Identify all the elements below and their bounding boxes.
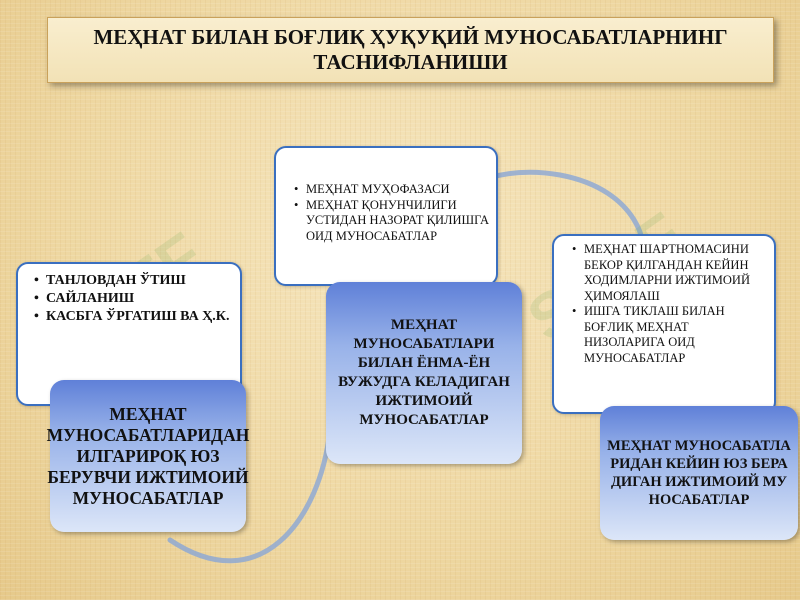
center-category-text: МЕҲНАТ МУНОСАБАТЛАРИ БИЛАН ЁНМА-ЁН ВУЖУД… bbox=[338, 317, 510, 428]
center-list-item: МЕҲНАТ МУҲОФАЗАСИ bbox=[294, 182, 490, 198]
slide-title-box: МЕҲНАТ БИЛАН БОҒЛИҚ ҲУҚУҚИЙ МУНОСАБАТЛАР… bbox=[47, 17, 774, 83]
right-list: МЕҲНАТ ШАРТНОМАСИНИ БЕКОР ҚИЛГАНДАН КЕЙИ… bbox=[568, 242, 768, 366]
right-list-item: МЕҲНАТ ШАРТНОМАСИНИ БЕКОР ҚИЛГАНДАН КЕЙИ… bbox=[572, 242, 768, 304]
slide-title: МЕҲНАТ БИЛАН БОҒЛИҚ ҲУҚУҚИЙ МУНОСАБАТЛАР… bbox=[93, 25, 728, 74]
center-category-heading: МЕҲНАТ МУНОСАБАТЛАРИ БИЛАН ЁНМА-ЁН ВУЖУД… bbox=[326, 282, 522, 464]
left-category-heading: МЕҲНАТ МУНОСАБАТЛАРИДАН ИЛГАРИРОҚ ЮЗ БЕР… bbox=[47, 380, 249, 532]
left-category-text: МЕҲНАТ МУНОСАБАТЛАРИДАН ИЛГАРИРОҚ ЮЗ БЕР… bbox=[46, 403, 250, 508]
right-category-text: МЕҲНАТ МУНОСАБАТЛАРИДАН КЕЙИН ЮЗ БЕРАДИГ… bbox=[607, 438, 791, 508]
right-list-item: ИШГА ТИКЛАШ БИЛАН БОҒЛИҚ МЕҲНАТ НИЗОЛАРИ… bbox=[572, 304, 768, 366]
left-list-item: ТАНЛОВДАН ЎТИШ bbox=[34, 272, 234, 290]
center-list-item: МЕҲНАТ ҚОНУНЧИЛИГИ УСТИДАН НАЗОРАТ ҚИЛИШ… bbox=[294, 198, 490, 245]
center-list: МЕҲНАТ МУҲОФАЗАСИ МЕҲНАТ ҚОНУНЧИЛИГИ УСТ… bbox=[290, 182, 490, 244]
left-list: ТАНЛОВДАН ЎТИШ САЙЛАНИШ КАСБГА ЎРГАТИШ В… bbox=[30, 272, 234, 326]
right-list-box: МЕҲНАТ ШАРТНОМАСИНИ БЕКОР ҚИЛГАНДАН КЕЙИ… bbox=[552, 234, 776, 414]
right-category-heading: МЕҲНАТ МУНОСАБАТЛАРИДАН КЕЙИН ЮЗ БЕРАДИГ… bbox=[600, 406, 798, 540]
left-list-item: САЙЛАНИШ bbox=[34, 290, 234, 308]
left-list-item: КАСБГА ЎРГАТИШ ВА Ҳ.К. bbox=[34, 308, 234, 326]
center-list-box: МЕҲНАТ МУҲОФАЗАСИ МЕҲНАТ ҚОНУНЧИЛИГИ УСТ… bbox=[274, 146, 498, 286]
